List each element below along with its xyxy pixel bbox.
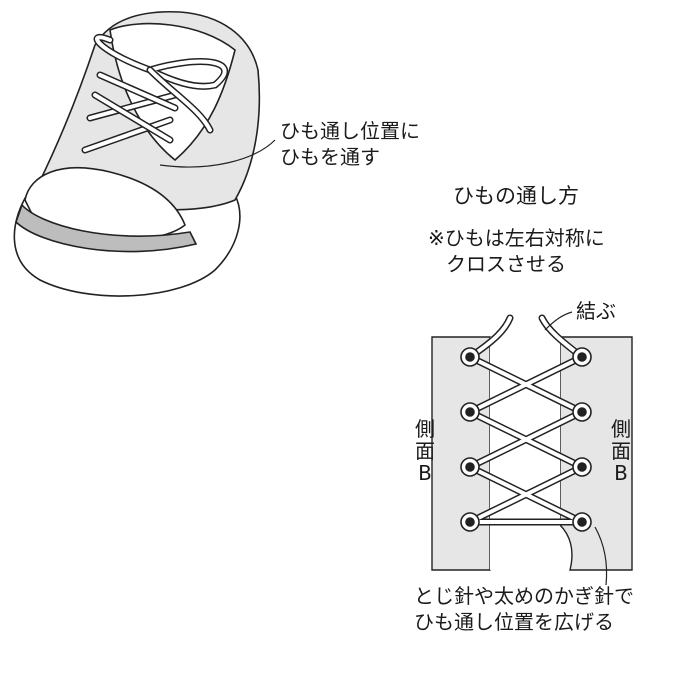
callout-line-1: ひも通し位置に [280, 119, 420, 143]
lacing-title: ひもの通し方 [453, 184, 579, 208]
callout-line-2: ひもを通す [280, 145, 380, 169]
tool-note: とじ針や太めのかぎ針で ひも通し位置を広げる [414, 583, 634, 635]
tool-leader-line [594, 526, 608, 586]
shoe-illustration [13, 10, 276, 297]
side-panel-left [431, 336, 491, 571]
tie-leader-line [544, 311, 573, 331]
tool-note-line-2: ひも通し位置を広げる [414, 610, 614, 634]
callout-leader-line [159, 139, 276, 168]
side-panel-right [559, 336, 633, 571]
lacing-note-line-1: ※ひもは左右対称に [428, 226, 605, 250]
side-label-left: 側 面 B [415, 417, 435, 485]
shoe-laces [81, 33, 229, 154]
shoe-toe-band [15, 203, 198, 253]
tie-label: 結ぶ [576, 299, 616, 323]
lacing-note: ※ひもは左右対称に クロスさせる [428, 225, 605, 277]
eyelets [460, 347, 592, 532]
lacing-note-line-2: クロスさせる [446, 252, 566, 276]
lacing-diagram [431, 311, 633, 586]
side-label-right: 側 面 B [611, 417, 631, 485]
tool-note-line-1: とじ針や太めのかぎ針で [414, 584, 634, 608]
callout-threading: ひも通し位置に ひもを通す [280, 118, 420, 170]
